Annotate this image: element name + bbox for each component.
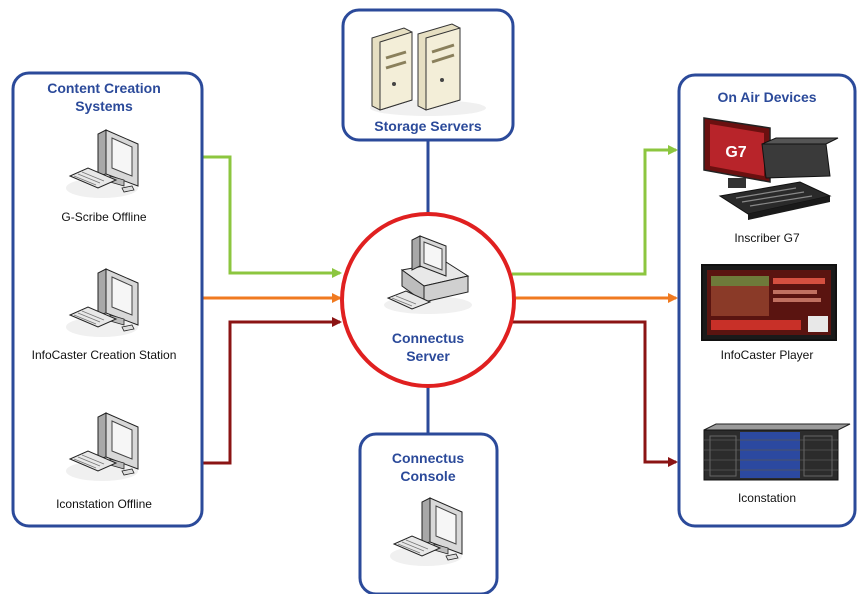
rack-server-icon — [703, 423, 851, 481]
darkred-connector-left — [202, 317, 342, 465]
device-label: InfoCaster Player — [721, 348, 814, 362]
content-creation-title-line1: Content Creation — [47, 80, 161, 96]
on-air-title: On Air Devices — [717, 89, 816, 105]
connectus-server-node[interactable]: Connectus Server — [340, 212, 516, 388]
workstation-label: G-Scribe Offline — [61, 210, 146, 224]
server-title-line1: Connectus — [392, 330, 465, 346]
device-label: Iconstation — [738, 491, 796, 505]
device-infocaster-player[interactable]: InfoCaster Player — [701, 264, 837, 362]
storage-servers-panel[interactable]: Storage Servers — [341, 0, 515, 142]
computer-icon — [384, 235, 472, 314]
workstation-label: Iconstation Offline — [56, 497, 152, 511]
green-connector-right — [512, 145, 678, 276]
on-air-devices-panel: On Air Devices G7 Inscriber G7 — [677, 73, 857, 528]
server-tower-icon — [370, 23, 486, 116]
console-title-line1: Connectus — [392, 450, 465, 466]
svg-text:G7: G7 — [725, 144, 746, 161]
green-connector-left — [202, 155, 342, 278]
workstation-label: InfoCaster Creation Station — [32, 348, 177, 362]
device-iconstation[interactable]: Iconstation — [703, 423, 851, 505]
server-title-line2: Server — [406, 348, 450, 364]
device-label: Inscriber G7 — [734, 231, 800, 245]
console-title-line2: Console — [400, 468, 455, 484]
device-inscriber-g7[interactable]: G7 Inscriber G7 — [703, 117, 839, 245]
display-screen-icon — [701, 264, 837, 341]
video-switcher-icon: G7 — [703, 117, 839, 220]
workstation-gscribe[interactable]: G-Scribe Offline — [61, 129, 147, 224]
content-creation-panel: Content Creation Systems G-Scribe Offlin… — [11, 71, 204, 528]
workstation-infocaster-creation[interactable]: InfoCaster Creation Station — [32, 268, 177, 362]
content-creation-title-line2: Systems — [75, 98, 133, 114]
storage-servers-title: Storage Servers — [374, 118, 482, 134]
workstation-iconstation-offline[interactable]: Iconstation Offline — [56, 412, 152, 511]
connectus-console-panel[interactable]: Connectus Console — [358, 432, 499, 594]
darkred-connector-right — [512, 320, 678, 467]
